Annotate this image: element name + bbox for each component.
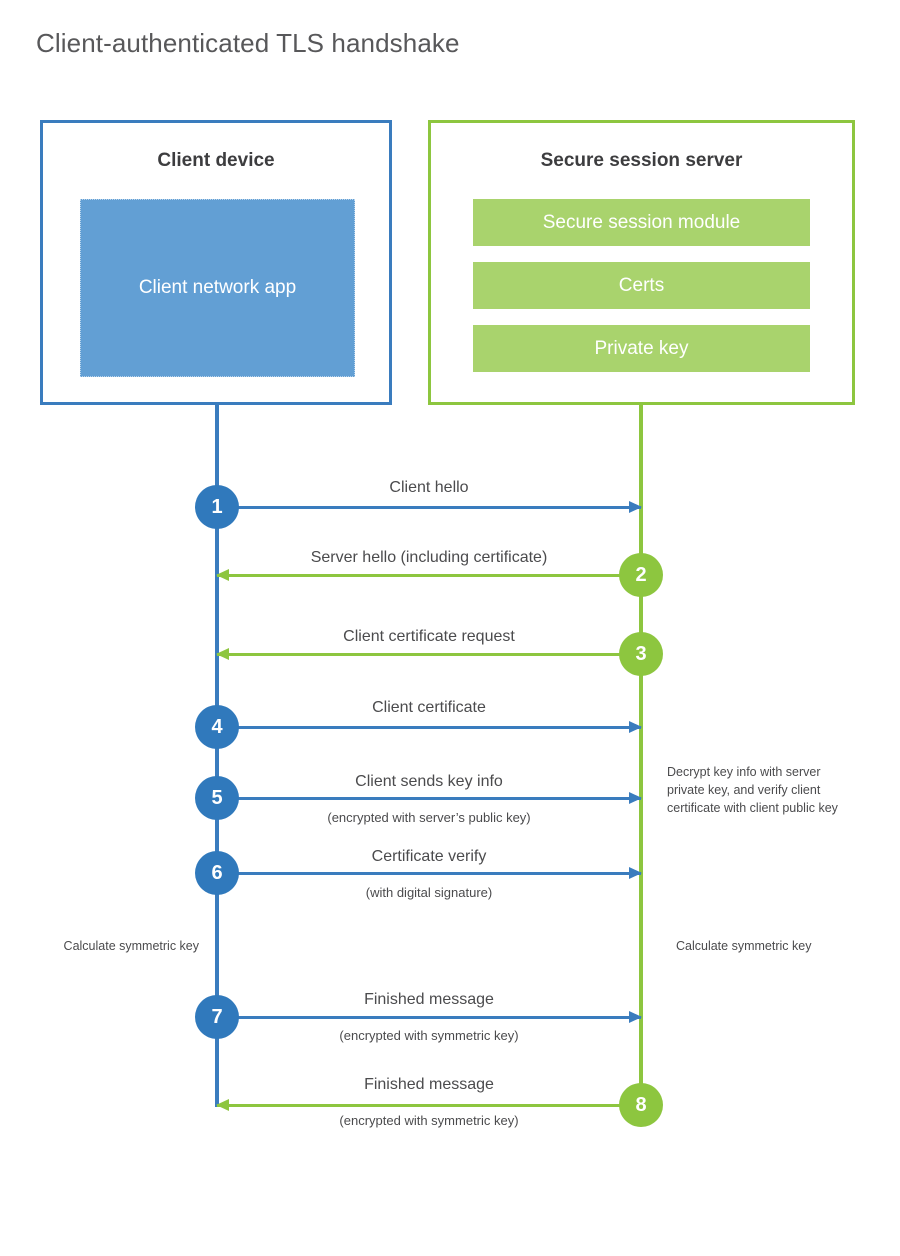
client-lifeline [215, 405, 219, 1107]
message-label-6: Certificate verify [371, 848, 487, 865]
page-title: Client-authenticated TLS handshake [36, 28, 460, 58]
arrowhead-left-icon [216, 1099, 229, 1111]
message-label-2: Server hello (including certificate) [310, 549, 548, 566]
arrowhead-right-icon [629, 721, 642, 733]
arrowhead-left-icon [216, 569, 229, 581]
secure-session-server-title: Secure session server [540, 150, 743, 171]
step-circle-6: 6 [195, 851, 239, 895]
message-sublabel-5: (encrypted with server’s public key) [327, 810, 531, 825]
message-label-3: Client certificate request [343, 628, 515, 645]
message-sublabel-8: (encrypted with symmetric key) [339, 1113, 519, 1128]
step-circle-3: 3 [619, 632, 663, 676]
message-arrow-7 [217, 1011, 642, 1023]
message-label-4: Client certificate [372, 699, 486, 716]
message-arrow-6 [217, 867, 642, 879]
message-sublabel-6: (with digital signature) [365, 885, 493, 900]
arrowhead-right-icon [629, 867, 642, 879]
annotation-client-calculate-symmetric-key: Calculate symmetric key [63, 939, 199, 953]
message-arrow-4 [217, 721, 642, 733]
message-sublabel-7: (encrypted with symmetric key) [339, 1028, 519, 1043]
step-circle-1: 1 [195, 485, 239, 529]
message-arrow-2 [216, 569, 641, 581]
message-label-7: Finished message [364, 991, 494, 1008]
arrowhead-right-icon [629, 792, 642, 804]
step-circle-7: 7 [195, 995, 239, 1039]
message-label-8: Finished message [364, 1076, 494, 1093]
message-arrow-8 [216, 1099, 641, 1111]
client-device-box: Client device Client network app [40, 120, 392, 405]
client-device-title: Client device [157, 150, 275, 171]
message-label-1: Client hello [389, 479, 469, 496]
arrowhead-right-icon [629, 501, 642, 513]
annotation-server-calculate-symmetric-key: Calculate symmetric key [676, 939, 812, 953]
server-component-certs: Certs [473, 262, 810, 309]
arrowhead-right-icon [629, 1011, 642, 1023]
server-component-private-key: Private key [473, 325, 810, 372]
server-component-secure-session-module: Secure session module [473, 199, 810, 246]
client-network-app-block: Client network app [80, 199, 355, 377]
step-circle-2: 2 [619, 553, 663, 597]
message-arrow-5 [217, 792, 642, 804]
secure-session-server-box: Secure session server Secure session mod… [428, 120, 855, 405]
server-lifeline [639, 405, 643, 1107]
step-circle-4: 4 [195, 705, 239, 749]
arrowhead-left-icon [216, 648, 229, 660]
annotation-server-decrypt-key-info: Decrypt key info with server private key… [667, 765, 838, 816]
message-arrow-1 [217, 501, 642, 513]
step-circle-5: 5 [195, 776, 239, 820]
step-circle-8: 8 [619, 1083, 663, 1127]
message-arrow-3 [216, 648, 641, 660]
message-label-5: Client sends key info [355, 773, 503, 790]
